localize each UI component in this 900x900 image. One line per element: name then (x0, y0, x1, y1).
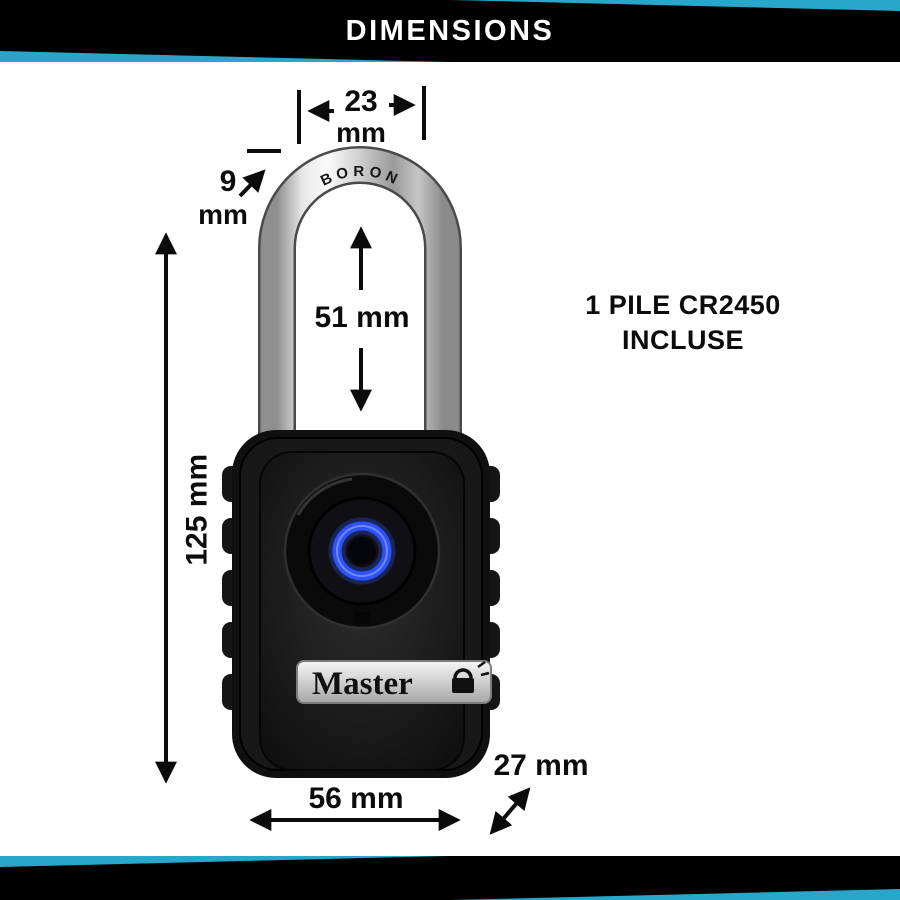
brand-band: Master (296, 660, 492, 704)
dim-shackle-width-value: 23 (344, 85, 378, 118)
dim-shackle-width-unit: mm (336, 117, 386, 148)
dim-body-width-label: 56 mm (308, 782, 404, 815)
dial-notch (354, 612, 370, 624)
dim-total-height-label: 125 mm (180, 453, 214, 566)
brand-lock-icon (452, 660, 490, 693)
bluetooth-dial (283, 472, 441, 630)
dimension-lines (155, 86, 531, 835)
dim-shackle-clearance-label: 51 mm (314, 301, 410, 334)
dim-shackle-diameter-value: 9 (219, 165, 237, 198)
dim-body-depth-label: 27 mm (493, 749, 589, 782)
battery-note-line2: INCLUSE (621, 325, 744, 356)
shackle: BORON (258, 146, 462, 452)
battery-note: 1 PILE CR2450 INCLUSE (558, 288, 808, 358)
brand-text: Master (312, 666, 413, 702)
dim-arrow-shackle-diameter (238, 169, 266, 198)
page-title: DIMENSIONS (345, 14, 555, 47)
bottom-banner (0, 856, 900, 900)
battery-note-line1: 1 PILE CR2450 (585, 290, 781, 320)
lock-body: Master (222, 430, 500, 778)
top-banner: DIMENSIONS (0, 0, 900, 62)
dim-arrow-body-depth (489, 787, 531, 835)
dim-shackle-diameter-unit: mm (198, 199, 248, 230)
